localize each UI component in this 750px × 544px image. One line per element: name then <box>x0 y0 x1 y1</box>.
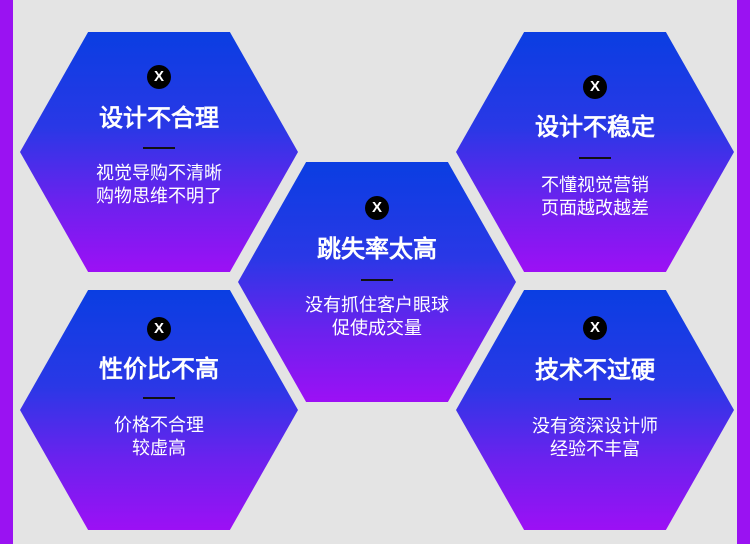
card-line: 不懂视觉营销 <box>541 175 649 196</box>
card-body: 没有抓住客户眼球 促使成交量 <box>238 294 516 340</box>
card-title: 技术不过硬 <box>535 356 655 384</box>
card-body: 不懂视觉营销 页面越改越差 <box>456 174 734 220</box>
x-icon: X <box>147 65 171 89</box>
hex-card-design-unstable: X 设计不稳定 不懂视觉营销 页面越改越差 <box>456 32 734 272</box>
divider <box>361 279 393 281</box>
hex-card-design-unreasonable: X 设计不合理 视觉导购不清晰 购物思维不明了 <box>20 32 298 272</box>
card-title: 设计不合理 <box>99 104 219 132</box>
left-accent-strip <box>0 0 13 544</box>
card-line: 没有抓住客户眼球 <box>305 295 449 316</box>
hex-card-bounce-rate: X 跳失率太高 没有抓住客户眼球 促使成交量 <box>238 162 516 402</box>
card-title: 跳失率太高 <box>317 235 437 263</box>
card-title: 性价比不高 <box>99 355 219 383</box>
hex-card-value: X 性价比不高 价格不合理 较虚高 <box>20 290 298 530</box>
hex-card-technology: X 技术不过硬 没有资深设计师 经验不丰富 <box>456 290 734 530</box>
x-icon: X <box>147 317 171 341</box>
x-icon: X <box>583 316 607 340</box>
card-title: 设计不稳定 <box>535 113 655 141</box>
card-line: 页面越改越差 <box>541 198 649 219</box>
card-line: 视觉导购不清晰 <box>96 163 222 184</box>
card-body: 视觉导购不清晰 购物思维不明了 <box>20 162 298 208</box>
divider <box>143 147 175 149</box>
divider <box>579 398 611 400</box>
card-body: 没有资深设计师 经验不丰富 <box>456 415 734 461</box>
card-line: 没有资深设计师 <box>532 416 658 437</box>
card-line: 价格不合理 <box>114 415 204 436</box>
right-accent-strip <box>737 0 750 544</box>
card-line: 购物思维不明了 <box>96 186 222 207</box>
x-icon: X <box>365 196 389 220</box>
divider <box>579 157 611 159</box>
divider <box>143 397 175 399</box>
card-line: 经验不丰富 <box>550 439 640 460</box>
card-line: 促使成交量 <box>332 318 422 339</box>
x-icon: X <box>583 75 607 99</box>
card-line: 较虚高 <box>132 438 186 459</box>
card-body: 价格不合理 较虚高 <box>20 414 298 460</box>
